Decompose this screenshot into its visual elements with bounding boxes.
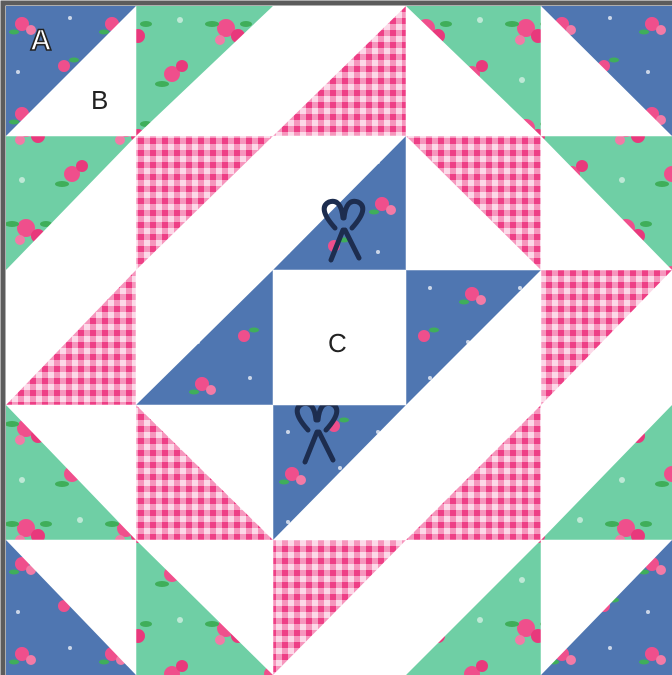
label-b: B	[91, 87, 108, 113]
label-a: A	[30, 26, 52, 56]
label-c: C	[328, 330, 347, 356]
